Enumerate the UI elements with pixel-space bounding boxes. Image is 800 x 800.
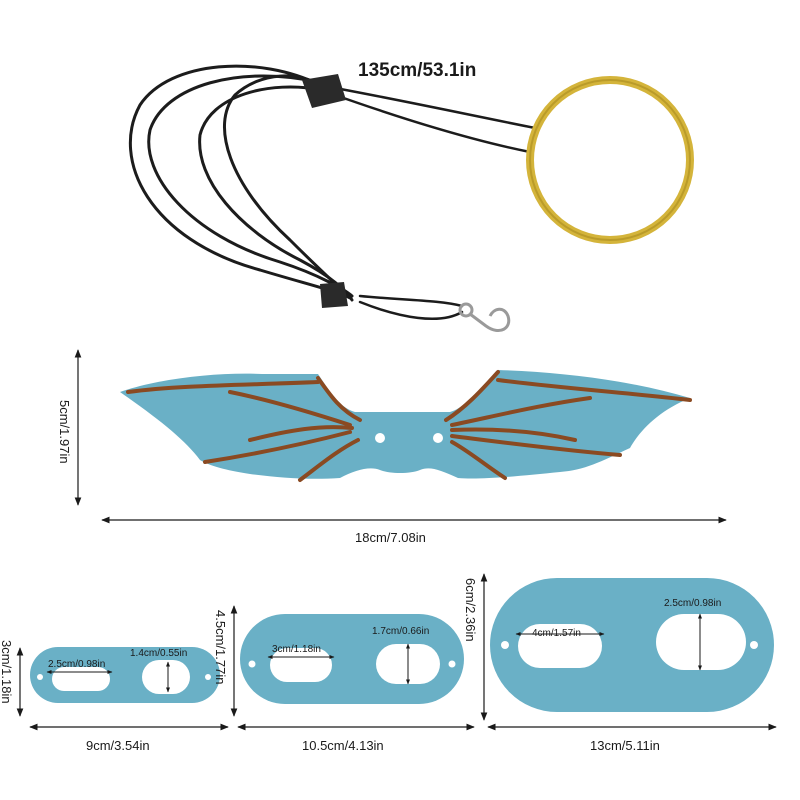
harness-medium-slot-height-label: 1.7cm/0.66in — [372, 626, 430, 637]
harness-large — [490, 578, 774, 712]
wings-width-label: 18cm/7.08in — [355, 530, 426, 545]
clip-hook — [458, 302, 511, 332]
harness-large-slot-height-label: 2.5cm/0.98in — [664, 598, 722, 609]
harness-large-slot-width-label: 4cm/1.57in — [532, 628, 581, 639]
cord-stopper-bottom — [320, 282, 348, 308]
harness-small-width-label: 9cm/3.54in — [86, 738, 150, 753]
harness-small-slot-width-label: 2.5cm/0.98in — [48, 659, 106, 670]
harness-small-slot-height-label: 1.4cm/0.55in — [130, 648, 188, 659]
harness-medium — [240, 614, 464, 704]
harness-medium-width-label: 10.5cm/4.13in — [302, 738, 384, 753]
harness-medium-height-label: 4.5cm/1.77in — [213, 610, 228, 685]
leash-length-label: 135cm/53.1in — [358, 60, 477, 81]
leash-cord — [128, 64, 354, 302]
harness-large-width-label: 13cm/5.11in — [590, 738, 660, 753]
harness-medium-slot-width-label: 3cm/1.18in — [272, 644, 321, 655]
wings-height-label: 5cm/1.97in — [57, 400, 72, 464]
harness-large-height-label: 6cm/2.36in — [463, 578, 478, 642]
cord-stopper-top — [302, 74, 346, 108]
harness-small-height-label: 3cm/1.18in — [0, 640, 14, 704]
harness-small — [30, 647, 220, 703]
bat-wings — [120, 370, 692, 482]
